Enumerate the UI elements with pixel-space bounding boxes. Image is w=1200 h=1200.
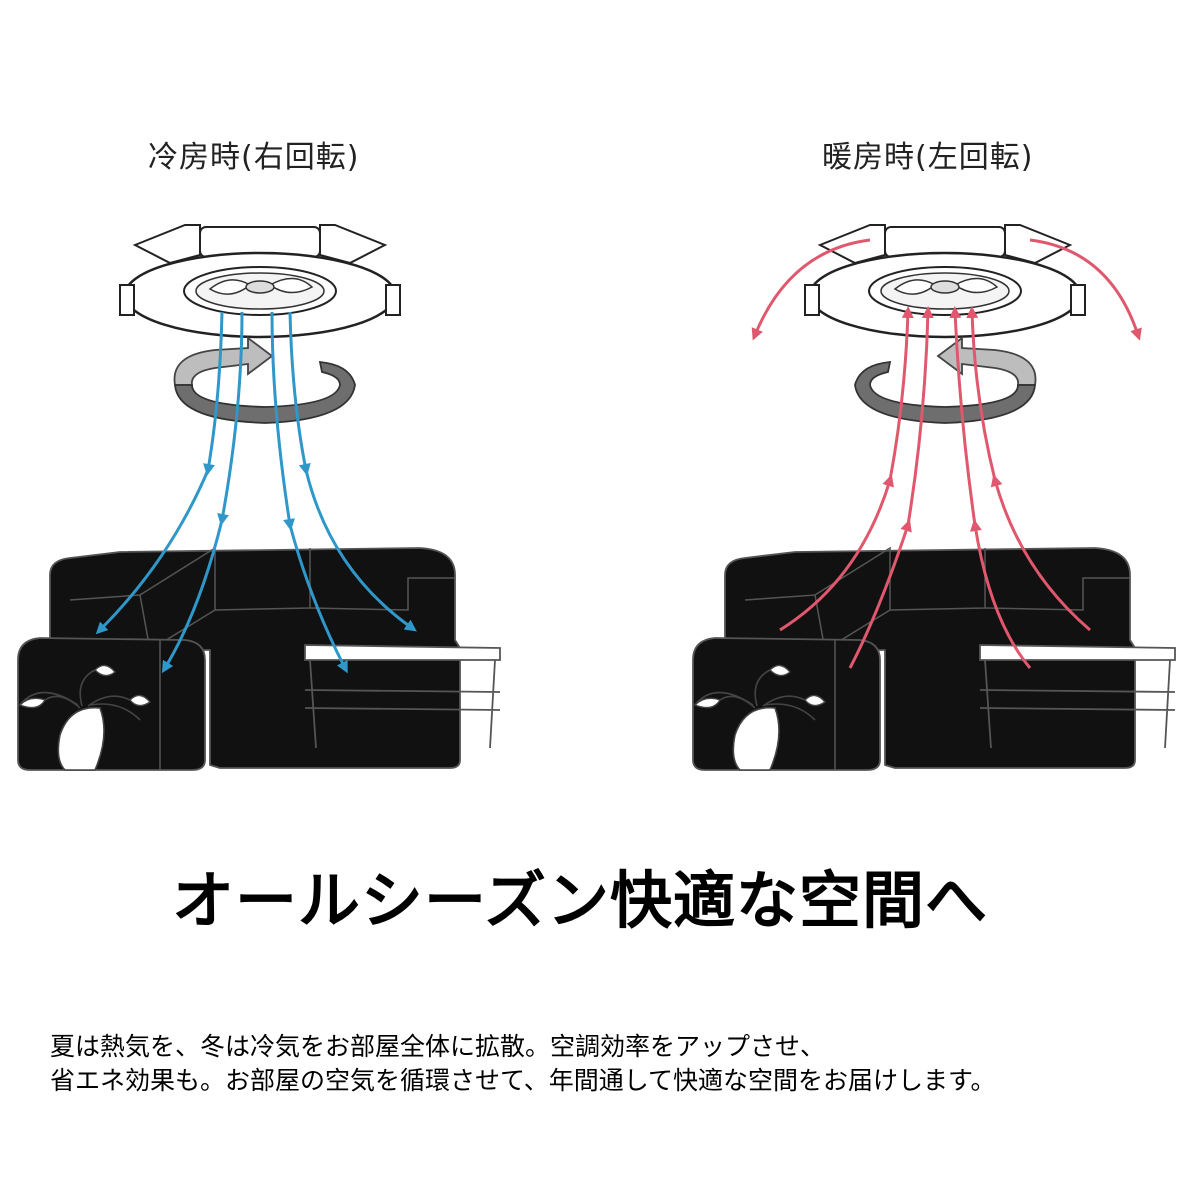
heating-airflow-arrows [751, 238, 1142, 669]
rotation-arrow-icon [854, 336, 1037, 424]
heating-mode-title: 暖房時(左回転) [822, 140, 1034, 175]
heating-panel [692, 223, 1176, 771]
description-line-2: 省エネ効果も。お部屋の空気を循環させて、年間通して快適な空間をお届けします。 [50, 1066, 996, 1095]
headline: オールシーズン快適な空間へ [172, 864, 988, 937]
cooling-mode-title: 冷房時(右回転) [148, 140, 360, 175]
cooling-airflow-arrows [95, 311, 417, 674]
cooling-panel [17, 223, 501, 771]
description: 夏は熱気を、冬は冷気をお部屋全体に拡散。空調効率をアップさせ、 省エネ効果も。お… [50, 1030, 996, 1098]
sofa-icon [692, 547, 1176, 771]
sofa-icon [17, 547, 501, 771]
airflow-diagram [17, 223, 1176, 771]
description-line-1: 夏は熱気を、冬は冷気をお部屋全体に拡散。空調効率をアップさせ、 [50, 1032, 826, 1061]
ceiling-fan-icon [118, 223, 402, 339]
rotation-arrow-icon [173, 336, 356, 424]
